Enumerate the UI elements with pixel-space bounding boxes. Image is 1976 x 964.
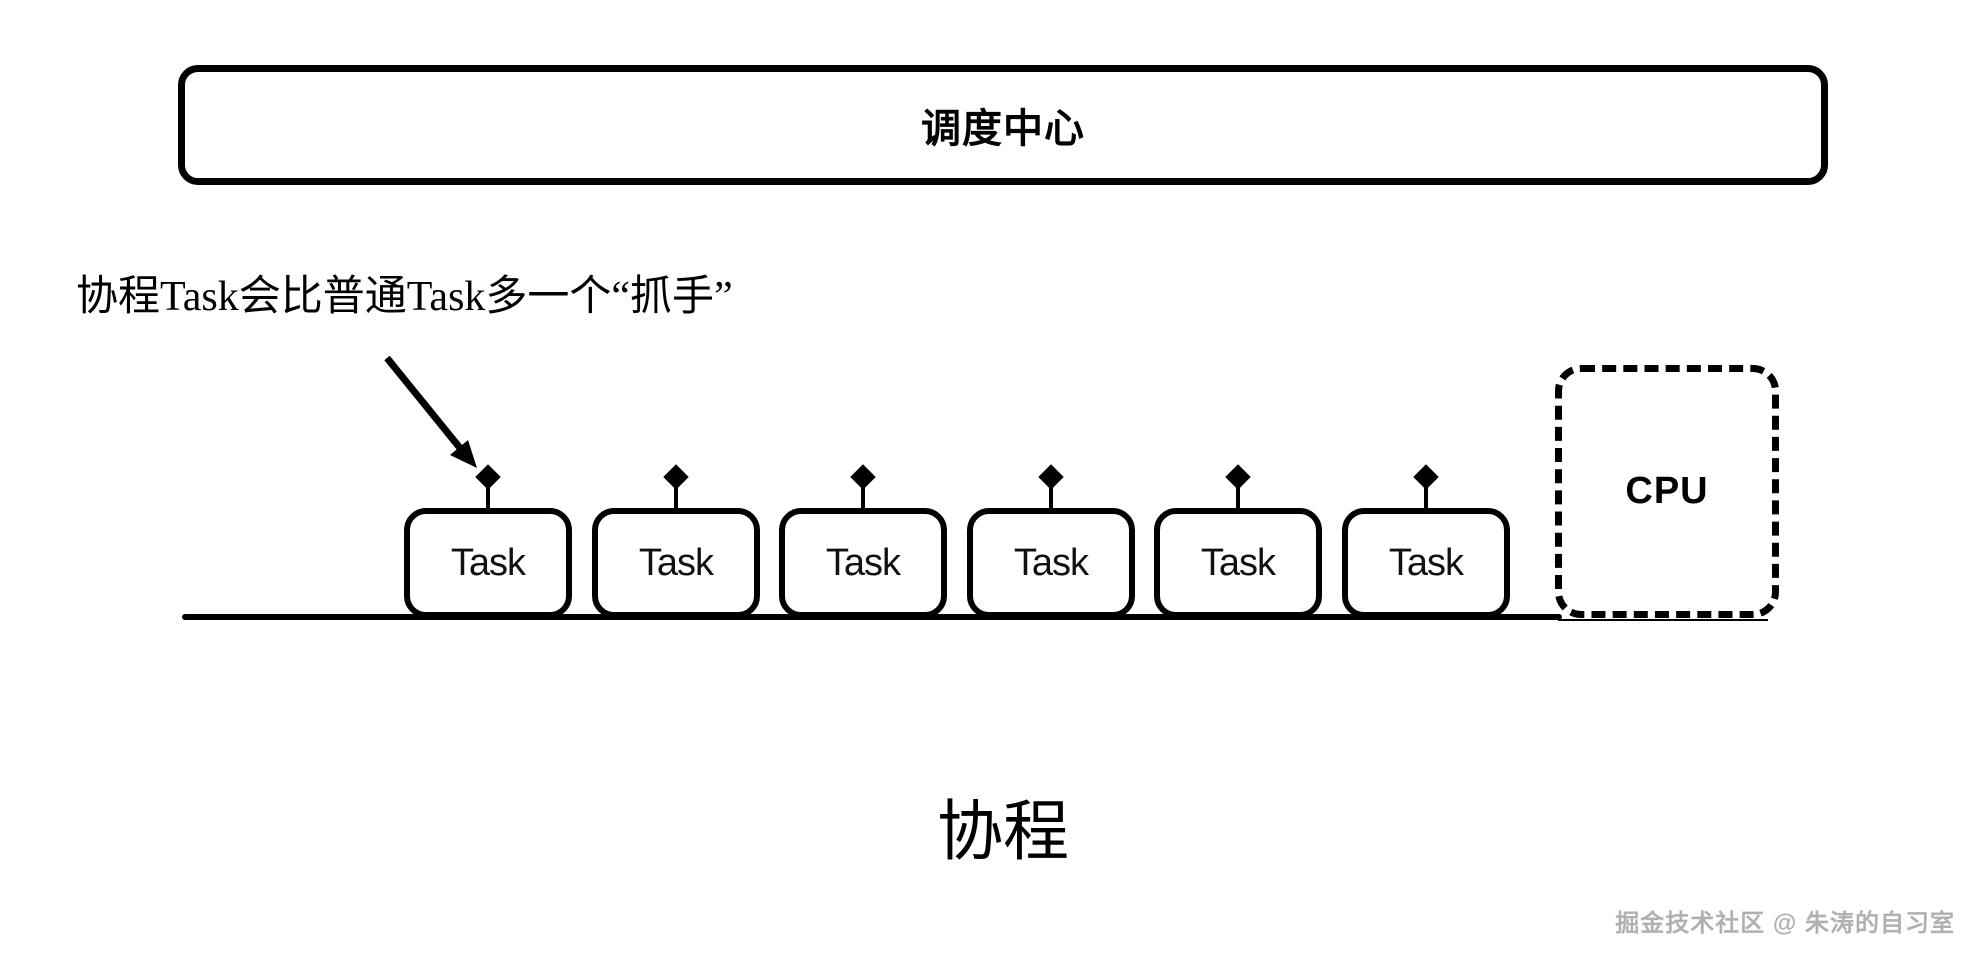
handle-pin-icon <box>592 464 760 512</box>
task-label: Task <box>638 541 714 584</box>
pin-stem <box>674 483 678 511</box>
task-label: Task <box>1200 541 1276 584</box>
watermark: 掘金技术社区 @ 朱涛的自习室 <box>1615 910 1955 937</box>
pin-stem <box>861 483 865 511</box>
pin-stem <box>486 483 490 511</box>
handle-pin-icon <box>404 464 572 512</box>
cpu-label: CPU <box>1625 470 1709 512</box>
task-box: Task <box>404 508 572 618</box>
pin-stem <box>1049 483 1053 511</box>
scheduler-box: 调度中心 <box>178 65 1828 185</box>
annotation-text: 协程Task会比普通Task多一个“抓手” <box>76 274 733 320</box>
arrow-shaft <box>384 355 463 451</box>
task-node-4: Task <box>967 464 1135 620</box>
task-box: Task <box>779 508 947 618</box>
task-node-3: Task <box>779 464 947 620</box>
pin-stem <box>1236 483 1240 511</box>
task-node-1: Task <box>404 464 572 620</box>
ground-line <box>182 614 1562 620</box>
task-box: Task <box>1342 508 1510 618</box>
task-node-6: Task <box>1342 464 1510 620</box>
task-node-2: Task <box>592 464 760 620</box>
pin-stem <box>1424 483 1428 511</box>
handle-pin-icon <box>1154 464 1322 512</box>
task-label: Task <box>825 541 901 584</box>
task-label: Task <box>450 541 526 584</box>
task-node-5: Task <box>1154 464 1322 620</box>
task-box: Task <box>967 508 1135 618</box>
diagram-title: 协程 <box>937 796 1069 869</box>
scheduler-label: 调度中心 <box>921 107 1085 151</box>
handle-pin-icon <box>779 464 947 512</box>
task-label: Task <box>1388 541 1464 584</box>
arrow-head <box>450 440 477 468</box>
task-box: Task <box>1154 508 1322 618</box>
handle-pin-icon <box>1342 464 1510 512</box>
task-box: Task <box>592 508 760 618</box>
ground-line-extension <box>1558 619 1768 621</box>
handle-pin-icon <box>967 464 1135 512</box>
task-label: Task <box>1013 541 1089 584</box>
cpu-box: CPU <box>1555 365 1779 618</box>
